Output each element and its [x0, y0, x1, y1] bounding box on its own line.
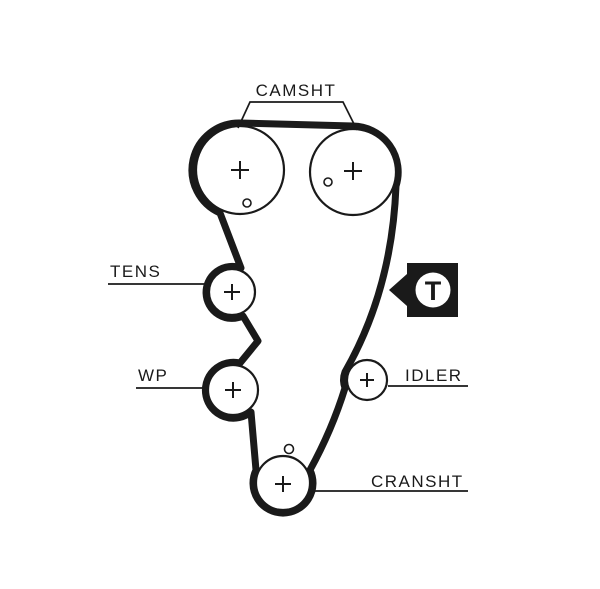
pin-hole-dot	[242, 198, 252, 208]
center-mark-icon	[360, 373, 374, 387]
tension-marker-circle	[415, 272, 451, 308]
center-mark-icon	[225, 382, 241, 398]
center-mark-icon	[224, 284, 240, 300]
center-mark-icon	[344, 162, 362, 180]
tension-marker-letter: T	[425, 276, 442, 306]
center-mark-icon	[231, 161, 249, 179]
camshaft-leader-line	[237, 101, 358, 131]
camshaft-label: CAMSHT	[256, 81, 337, 100]
crankshaft-pulley	[254, 443, 312, 512]
center-mark-icon	[275, 476, 291, 492]
camshaft-label-group: CAMSHT	[237, 81, 358, 131]
water-pump-label: WP	[138, 366, 168, 385]
tensioner-label-group: TENS	[108, 262, 210, 285]
water-pump-pulley	[206, 363, 260, 417]
idler-label: IDLER	[405, 366, 463, 385]
tensioner-pulley	[207, 267, 257, 317]
crankshaft-label-group: CRANSHT	[311, 472, 468, 492]
pin-hole-dot	[323, 177, 333, 187]
idler-pulley	[345, 358, 389, 402]
tensioner-label: TENS	[110, 262, 161, 281]
crankshaft-label: CRANSHT	[371, 472, 464, 491]
timing-belt	[188, 119, 402, 517]
tension-marker-icon: T	[389, 263, 458, 317]
pin-hole-dot	[283, 443, 295, 455]
camshaft-pulley-left	[194, 124, 286, 216]
water-pump-label-group: WP	[136, 366, 209, 389]
idler-label-group: IDLER	[388, 366, 468, 387]
camshaft-pulley-right	[308, 127, 398, 217]
